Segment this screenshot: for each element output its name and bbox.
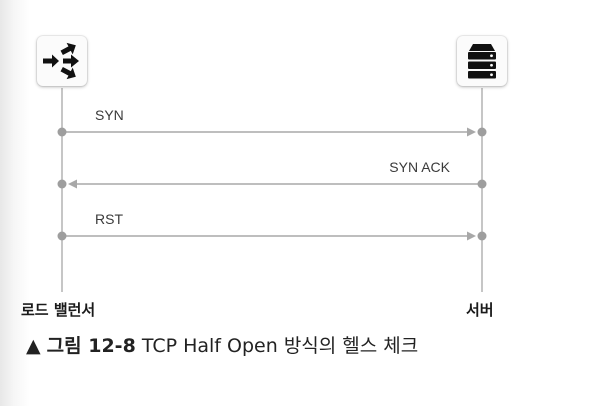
message-label-syn: SYN bbox=[95, 107, 124, 123]
message-label-rst: RST bbox=[95, 211, 123, 227]
caption-text: TCP Half Open 방식의 헬스 체크 bbox=[141, 335, 419, 357]
message-arrow-rst bbox=[57, 231, 487, 241]
server-icon bbox=[468, 44, 496, 79]
message-arrow-syn-ack bbox=[57, 179, 487, 189]
server-label: 서버 bbox=[466, 301, 494, 319]
caption-figure-number: 그림 12-8 bbox=[46, 335, 136, 357]
figure-caption: ▲ 그림 12-8 TCP Half Open 방식의 헬스 체크 bbox=[26, 331, 418, 358]
message-label-syn-ack: SYN ACK bbox=[389, 159, 450, 175]
load-balancer-node bbox=[37, 36, 87, 86]
message-arrow-syn bbox=[57, 127, 487, 137]
load-balancer-label: 로드 밸런서 bbox=[21, 301, 96, 319]
server-node bbox=[457, 36, 507, 86]
load-balancer-icon bbox=[43, 42, 79, 80]
caption-marker: ▲ bbox=[26, 335, 41, 357]
